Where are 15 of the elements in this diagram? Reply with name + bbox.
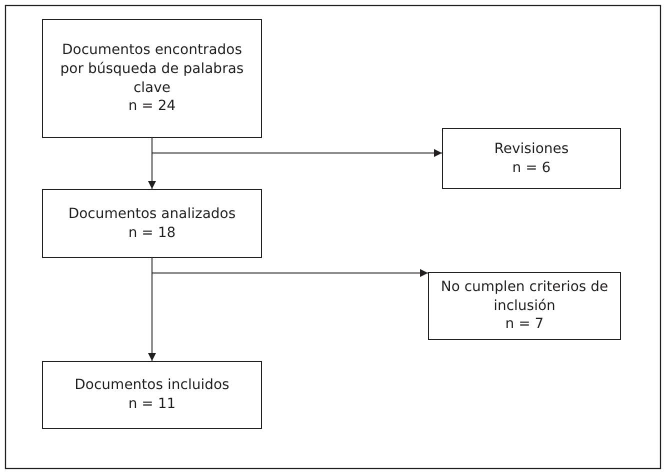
arrow [152, 138, 442, 157]
process-box [42, 19, 262, 138]
count-text: n = 11 [128, 395, 176, 414]
count-text: n = 7 [505, 315, 544, 334]
count-text: n = 18 [128, 224, 176, 242]
box-text: Documentos incluidos [74, 376, 230, 395]
arrow [152, 258, 428, 277]
process-box [42, 361, 262, 429]
process-box [42, 189, 262, 258]
box-text: Documentos analizados [68, 204, 236, 224]
count-text: n = 24 [128, 97, 176, 116]
box-text: Revisiones [494, 140, 569, 158]
count-text: n = 6 [512, 158, 551, 178]
process-box [442, 128, 621, 189]
process-box [428, 272, 621, 340]
